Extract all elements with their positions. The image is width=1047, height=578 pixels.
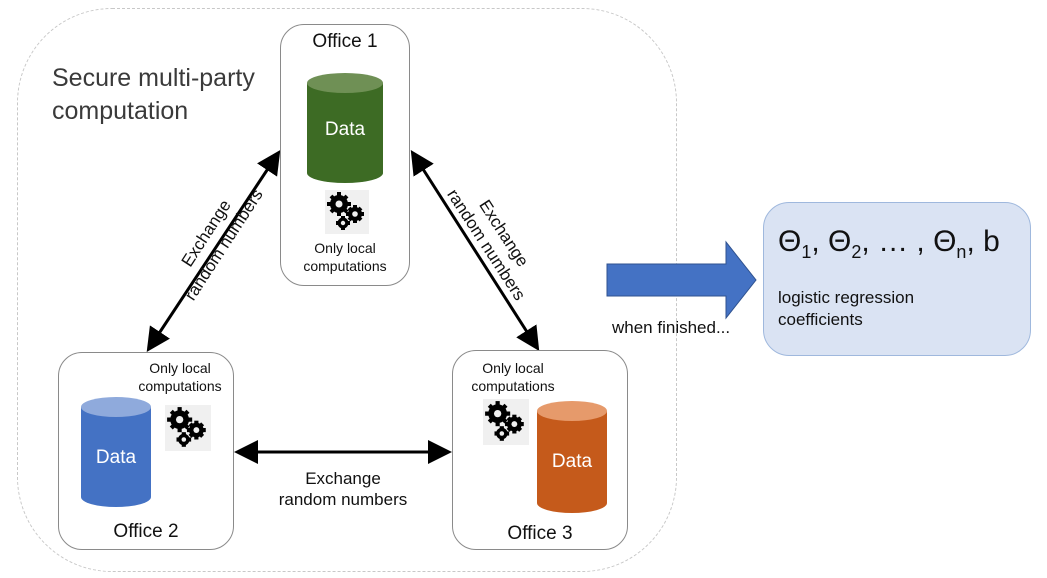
ellipsis: … ,	[878, 225, 934, 258]
separator: ,	[811, 225, 829, 258]
office-1: Office 1 Data Only local computations	[280, 24, 410, 286]
local-line2: computations	[471, 378, 555, 394]
local-line1: Only local	[149, 360, 211, 376]
office-3: Only local computations Data Office 3	[452, 350, 628, 550]
mpc-title-line1: Secure multi-party	[52, 64, 255, 92]
theta-symbol: Θ	[933, 225, 957, 258]
office-2-local-text: Only local computations	[125, 359, 235, 395]
office-2-label: Office 2	[113, 521, 179, 542]
subscript: 2	[851, 242, 862, 262]
exchange-line1: Exchange	[305, 469, 381, 488]
office-2: Only local computations Data Office 2	[58, 352, 234, 550]
mpc-title: Secure multi-party computation	[52, 62, 255, 128]
local-line2: computations	[303, 258, 387, 274]
office-1-data-label: Data	[324, 119, 366, 140]
theta-symbol: Θ	[778, 225, 802, 258]
database-icon	[81, 397, 151, 507]
theta-symbol: Θ	[828, 225, 852, 258]
exchange-line2: random numbers	[278, 490, 408, 509]
database-icon	[307, 73, 383, 183]
desc-line1: logistic regression	[778, 288, 915, 307]
local-line2: computations	[138, 378, 222, 394]
subscript: n	[956, 242, 967, 262]
coefficients-formula: Θ1, Θ2, … , Θn, b	[778, 225, 1000, 263]
exchange-arrow-1-3	[410, 149, 540, 352]
when-finished-label: when finished...	[612, 318, 731, 337]
local-line1: Only local	[314, 240, 376, 256]
exchange-label-2-3: Exchange random numbers	[268, 468, 418, 510]
mpc-title-line2: computation	[52, 97, 189, 125]
gears-icon	[483, 399, 529, 445]
desc-line2: coefficients	[778, 310, 863, 329]
finished-arrow-icon	[606, 240, 757, 320]
result-box: Θ1, Θ2, … , Θn, b logistic regression co…	[763, 202, 1031, 356]
office-1-local-text: Only local computations	[281, 239, 409, 275]
local-line1: Only local	[482, 360, 544, 376]
office-3-local-text: Only local computations	[461, 359, 565, 395]
gears-icon	[165, 405, 211, 451]
office-1-label: Office 1	[312, 31, 378, 52]
bias-term: , b	[966, 225, 1000, 258]
office-2-data-label: Data	[95, 447, 137, 468]
separator: ,	[861, 225, 879, 258]
gears-icon	[325, 190, 369, 234]
database-icon	[537, 401, 607, 513]
result-description: logistic regression coefficients	[778, 287, 914, 331]
office-3-data-label: Data	[551, 451, 593, 472]
exchange-arrow-1-2	[146, 149, 281, 353]
subscript: 1	[801, 242, 812, 262]
office-3-label: Office 3	[507, 523, 573, 544]
